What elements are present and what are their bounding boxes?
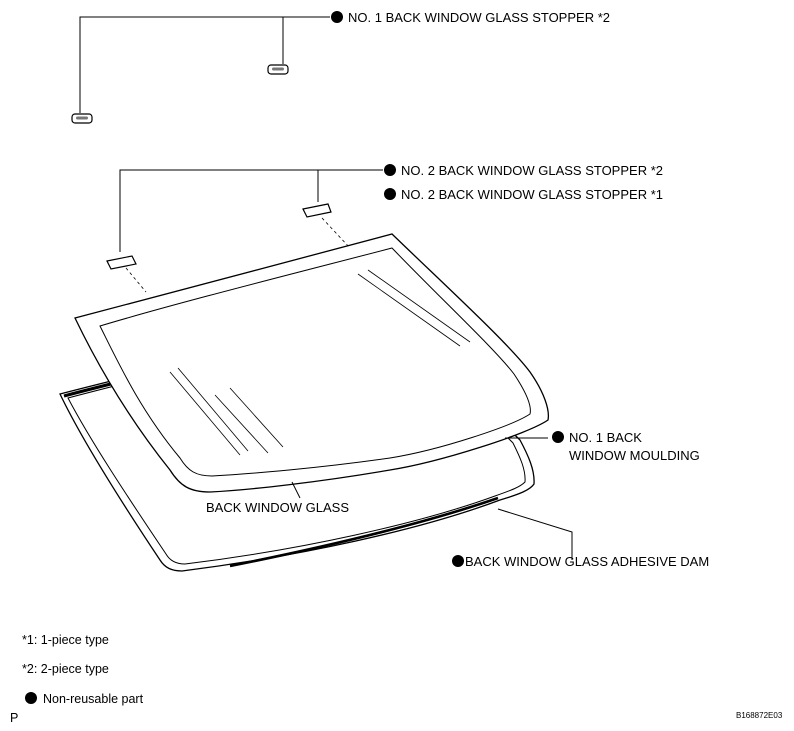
non-reusable-dot-icon [25, 692, 37, 704]
leader-no2-stopper [119, 169, 383, 252]
leader-glass [291, 481, 301, 499]
legend-note-2piece: *2: 2-piece type [22, 662, 109, 676]
no2-stopper-left [106, 255, 137, 270]
label-moulding-line2: WINDOW MOULDING [569, 448, 700, 463]
label-no1-stopper: NO. 1 BACK WINDOW GLASS STOPPER *2 [331, 9, 610, 26]
leader-no1-stopper [79, 16, 330, 113]
non-reusable-dot-icon [384, 188, 396, 200]
legend-non-reusable: Non-reusable part [25, 691, 143, 707]
non-reusable-dot-icon [384, 164, 396, 176]
non-reusable-dot-icon [552, 431, 564, 443]
no2-stopper-right [302, 203, 332, 218]
projection-line-right [321, 217, 351, 249]
label-no2-stopper-2piece: NO. 2 BACK WINDOW GLASS STOPPER *2 [384, 162, 663, 179]
label-no2-stopper-1piece: NO. 2 BACK WINDOW GLASS STOPPER *1 [384, 186, 663, 203]
label-moulding: NO. 1 BACK [552, 429, 642, 446]
non-reusable-dot-icon [331, 11, 343, 23]
figure-code: B168872E03 [736, 711, 783, 720]
legend-note-1piece: *1: 1-piece type [22, 633, 109, 647]
no1-stopper-left [71, 113, 93, 124]
glass-reflections [169, 269, 471, 456]
leader-dam [497, 508, 573, 560]
label-back-window-glass: BACK WINDOW GLASS [206, 500, 350, 515]
no1-stopper-right [267, 64, 289, 75]
projection-line-left [125, 267, 147, 293]
non-reusable-dot-icon [452, 555, 464, 567]
label-adhesive-dam: BACK WINDOW GLASS ADHESIVE DAM [452, 553, 709, 570]
corner-letter: P [10, 711, 19, 725]
back-window-glass [74, 233, 550, 493]
